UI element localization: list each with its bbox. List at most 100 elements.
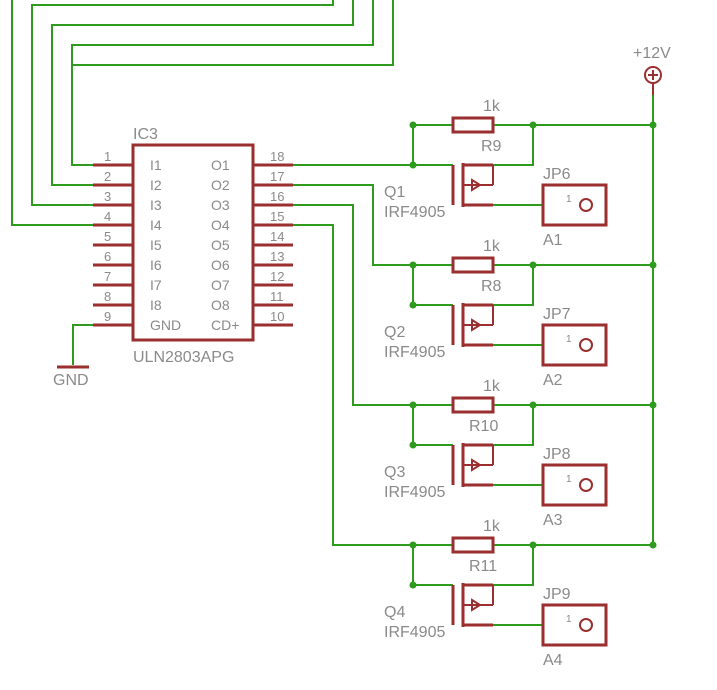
gnd-wire [72,324,93,365]
jumper-pin: 1 [566,474,572,485]
pin-name: I1 [150,157,162,173]
resistor-ref: R9 [481,138,502,155]
vcc-symbol: +12V [633,45,671,95]
pin-name: I2 [150,177,162,193]
pin-number: 2 [104,169,111,184]
pin-name: O4 [211,217,230,233]
junction-dot [409,581,417,589]
pin-name: I4 [150,217,162,233]
pin-number: 4 [104,209,111,224]
gnd-label: GND [53,372,89,389]
junction-dot [529,541,537,549]
pin-name: O1 [211,157,230,173]
jumper-pin: 1 [566,194,572,205]
pin-number: 14 [270,229,284,244]
ic-left-pin: 6I6 [93,249,162,273]
resistor-ref: R8 [481,278,502,295]
pin-name: O5 [211,237,230,253]
junction-dot [409,261,417,269]
ic-left-pin: 1I1 [93,149,162,173]
pin-number: 16 [270,189,284,204]
jumper-ref: JP9 [543,586,571,603]
junction-dot [409,121,417,129]
pin-number: 3 [104,189,111,204]
pin-name: O7 [211,277,230,293]
mosfet-ref: Q1 [384,184,405,201]
junction-dot [649,541,657,549]
pin-name: O6 [211,257,230,273]
pin-name: I5 [150,237,162,253]
vcc-label: +12V [633,45,671,62]
resistor-ref: R11 [469,558,497,575]
resistor-value: 1k [483,518,501,535]
junction-dot [649,401,657,409]
output-label: A2 [543,372,563,389]
resistor-value: 1k [483,98,501,115]
pin-name: O3 [211,197,230,213]
ic-left-pin: 7I7 [93,269,162,293]
pin-number: 6 [104,249,111,264]
ic-left-pin: 5I5 [93,229,162,253]
jumper-pin: 1 [566,614,572,625]
output-label: A4 [543,652,563,669]
pin-name: GND [150,317,181,333]
pin-number: 8 [104,289,111,304]
ic3-value: ULN2803APG [133,349,234,366]
resistor-value: 1k [483,378,501,395]
junction-dot [529,121,537,129]
ic-left-pin: 4I4 [93,209,162,233]
pin-number: 15 [270,209,284,224]
pin-number: 12 [270,269,284,284]
pin-number: 18 [270,149,284,164]
junction-dot [409,161,417,169]
mosfet-ref: Q4 [384,604,405,621]
jumper-ref: JP8 [543,446,571,463]
pin-number: 11 [270,289,284,304]
pin-name: I3 [150,197,162,213]
junction-dot [529,401,537,409]
output-label: A3 [543,512,563,529]
pin-name: CD+ [211,317,239,333]
mosfet-ref: Q2 [384,324,405,341]
pin-name: I7 [150,277,162,293]
junction-dot [649,121,657,129]
output-wires [293,164,413,546]
jumper-ref: JP6 [543,166,571,183]
ic-left-pin: 8I8 [93,289,162,313]
pin-name: I8 [150,297,162,313]
pin-number: 9 [104,309,111,324]
mosfet-ref: Q3 [384,464,405,481]
junction-dot [529,261,537,269]
pin-number: 17 [270,169,284,184]
pin-name: O2 [211,177,230,193]
pin-number: 13 [270,249,284,264]
pin-number: 7 [104,269,111,284]
pin-name: I6 [150,257,162,273]
junction-dot [409,301,417,309]
output-label: A1 [543,232,563,249]
junction-dot [649,261,657,269]
